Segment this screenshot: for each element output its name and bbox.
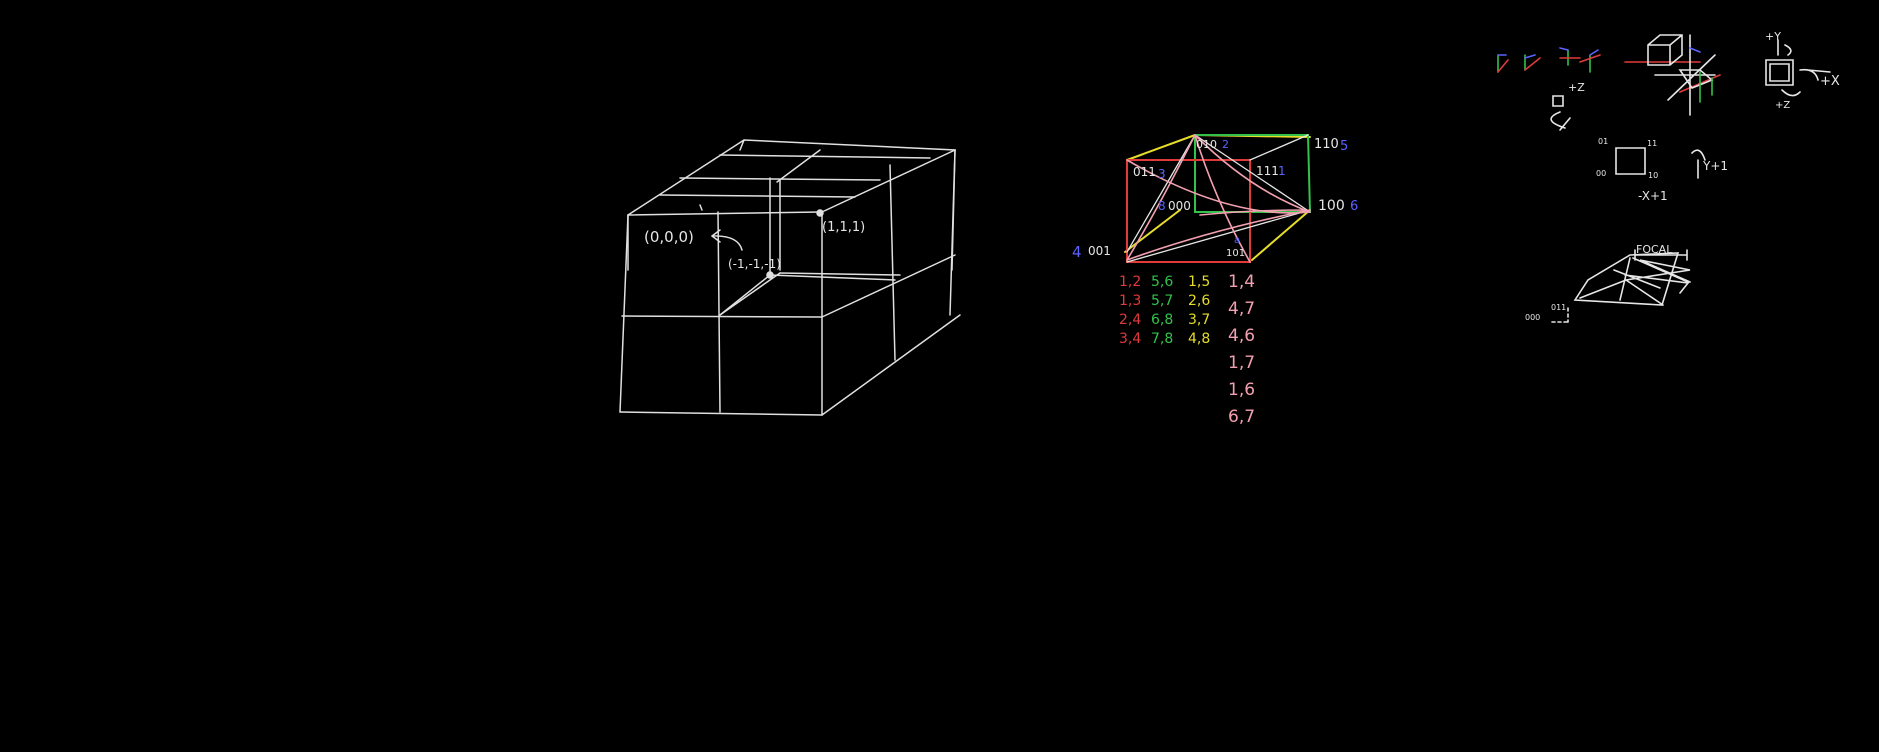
edge-pair-yellow: 3,7 — [1188, 312, 1210, 328]
edge-pair-yellow: 4,8 — [1188, 331, 1210, 347]
edge-pair-columns: 1,2 1,3 2,4 3,4 5,6 5,7 6,8 7,8 1,5 2,6 3,7 4,8 1,4 4… — [1119, 272, 1255, 427]
axis-plus-z-bottom-label: +Z — [1775, 100, 1790, 111]
edge-pair-green: 5,7 — [1151, 293, 1173, 309]
center-point-label: (-1,-1,-1) — [728, 257, 781, 271]
vertex-001-index: 4 — [1072, 243, 1082, 261]
vertex-100-index: 6 — [1350, 199, 1358, 214]
vertex-110-label: 110 — [1314, 137, 1339, 152]
vertex-111-label: 111 — [1256, 164, 1279, 178]
corner-point-label: (1,1,1) — [822, 220, 865, 235]
axis-sketches — [1497, 34, 1831, 323]
edge-pair-pink: 1,7 — [1228, 353, 1255, 373]
grid-cube-sketch — [619, 139, 961, 416]
edge-pair-pink: 1,6 — [1228, 380, 1255, 400]
edge-pair-yellow: 1,5 — [1188, 274, 1210, 290]
edge-pair-pink: 4,7 — [1228, 299, 1255, 319]
edge-pair-red: 1,2 — [1119, 274, 1141, 290]
vertex-100-label: 100 — [1318, 198, 1345, 214]
neg-x-plus-one-label: -X+1 — [1638, 189, 1668, 203]
edge-pair-red: 2,4 — [1119, 312, 1141, 328]
vertex-000-label: 000 — [1168, 199, 1191, 213]
edge-pair-red: 1,3 — [1119, 293, 1141, 309]
vertex-011-index: 3 — [1158, 167, 1166, 181]
square-corner-01: 01 — [1598, 137, 1608, 146]
vertex-111-index: 1 — [1278, 164, 1286, 178]
square-corner-00: 00 — [1596, 169, 1606, 178]
square-corner-11: 11 — [1647, 139, 1657, 148]
focal-label: FOCAL — [1636, 243, 1673, 256]
edge-pair-green: 6,8 — [1151, 312, 1173, 328]
edge-pair-yellow: 2,6 — [1188, 293, 1210, 309]
camera-label-000: 000 — [1525, 313, 1540, 322]
vertex-101-label: 101 — [1226, 248, 1245, 259]
axis-plus-x-label: +X — [1820, 74, 1840, 89]
vertex-010-label: 010 — [1196, 138, 1217, 151]
vertex-101-index: a — [1234, 235, 1240, 246]
edge-pair-pink: 4,6 — [1228, 326, 1255, 346]
square-corner-10: 10 — [1648, 171, 1658, 180]
edge-pair-green: 7,8 — [1151, 331, 1173, 347]
axis-plus-y-label: +Y — [1765, 30, 1781, 43]
origin-label: (0,0,0) — [644, 228, 694, 246]
edge-pair-pink: 1,4 — [1228, 272, 1255, 292]
y-plus-one-label: Y+1 — [1702, 159, 1728, 173]
edge-pair-green: 5,6 — [1151, 274, 1173, 290]
camera-label-011: 011 — [1551, 303, 1566, 312]
axis-plus-z-label: +Z — [1568, 81, 1585, 94]
edge-pair-pink: 6,7 — [1228, 407, 1255, 427]
vertex-110-index: 5 — [1340, 139, 1348, 154]
vertex-010-index: 2 — [1222, 138, 1229, 151]
vertex-000-index: 8 — [1158, 199, 1166, 213]
binary-cube — [1124, 134, 1312, 263]
vertex-001-label: 001 — [1088, 244, 1111, 258]
edge-pair-red: 3,4 — [1119, 331, 1141, 347]
vertex-011-label: 011 — [1133, 165, 1156, 179]
